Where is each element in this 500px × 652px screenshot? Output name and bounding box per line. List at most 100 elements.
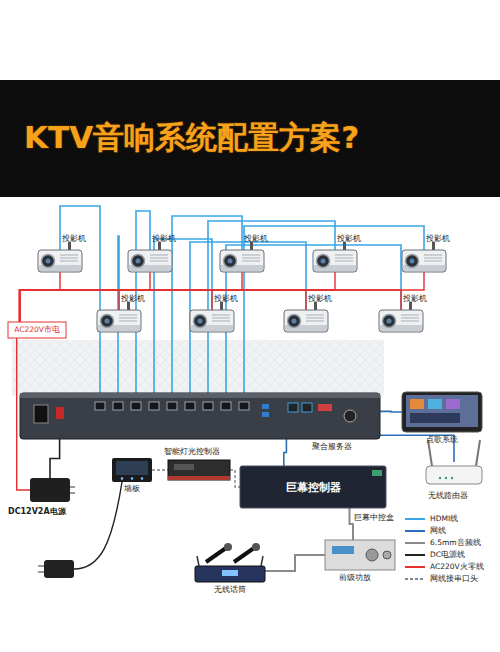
title-band <box>0 80 500 197</box>
projector-icon <box>38 242 82 272</box>
legend-row: 网线 <box>404 526 496 536</box>
legend-line-sample <box>404 514 426 524</box>
projector-illustrations <box>38 242 446 332</box>
power-adapter-illustration <box>30 478 122 578</box>
mains-box-outline <box>8 322 66 338</box>
node-label: 无线话筒 <box>214 586 246 594</box>
grid-panel <box>12 340 384 396</box>
projector-device: 投影机 <box>220 250 264 272</box>
node-label: 巨幕控制器 <box>240 482 386 493</box>
projector-device: 投影机 <box>128 250 172 272</box>
cable-line <box>230 470 240 487</box>
legend-row: HDMI线 <box>404 514 496 524</box>
cable-line <box>265 555 325 571</box>
legend-text: AC220V火零线 <box>430 563 484 571</box>
legend-line-sample <box>404 574 426 584</box>
pre-amplifier: 前级功放 <box>325 540 395 570</box>
amplifier-illustration <box>325 540 395 570</box>
cable-line <box>284 439 287 466</box>
projector-icon <box>284 302 328 332</box>
cable-line <box>60 206 100 393</box>
projector-icon <box>97 302 141 332</box>
projector-icon <box>190 302 234 332</box>
node-label: 墙板 <box>124 485 140 493</box>
cable-line <box>152 469 168 470</box>
screen-controller: 巨幕控制器 <box>240 466 386 508</box>
legend-line-sample <box>404 526 426 536</box>
projector-device: 投影机 <box>379 310 423 332</box>
tablet-illustration <box>402 392 482 432</box>
mains-power-box: AC220V市电 <box>8 322 66 338</box>
grid-pattern <box>12 340 384 396</box>
node-label: 投影机 <box>214 295 238 303</box>
legend-line <box>405 530 425 532</box>
router-illustration <box>426 440 482 484</box>
node-label: 聚合服务器 <box>312 443 352 451</box>
song-tablet: 点歌系统 <box>402 392 482 432</box>
projector-device: 投影机 <box>190 310 234 332</box>
legend-line-sample <box>404 550 426 560</box>
legend-line <box>405 518 425 520</box>
projector-icon <box>220 242 264 272</box>
lighting-controller: 智能灯光控制器 <box>168 460 230 480</box>
wall-panel: 墙板 <box>112 458 152 482</box>
legend-line <box>405 554 425 556</box>
callout-label: 巨幕中控盒 <box>354 514 394 522</box>
cable-line <box>350 508 354 540</box>
node-label: 投影机 <box>152 235 176 243</box>
lighting-controller-illustration <box>168 460 230 480</box>
projector-device: 投影机 <box>313 250 357 272</box>
node-label: AC220V市电 <box>8 326 66 334</box>
node-label: 投影机 <box>337 235 361 243</box>
legend-line <box>405 566 425 568</box>
legend-row: DC电源线 <box>404 550 496 560</box>
wireless-microphone: 无线话筒 <box>195 560 265 582</box>
node-label: 点歌系统 <box>426 436 458 444</box>
legend-text: HDMI线 <box>430 515 458 523</box>
projector-device: 投影机 <box>402 250 446 272</box>
projector-device: 投影机 <box>38 250 82 272</box>
node-label: 投影机 <box>308 295 332 303</box>
projector-device: 投影机 <box>97 310 141 332</box>
legend-text: 6.5mm音频线 <box>430 539 481 547</box>
title-text: KTV音响系统配置方案? <box>24 122 359 153</box>
node-label: 无线路由器 <box>428 492 468 500</box>
cable-line <box>20 290 306 322</box>
projector-icon <box>128 242 172 272</box>
node-label: 前级功放 <box>339 574 371 582</box>
legend-row: 6.5mm音频线 <box>404 538 496 548</box>
projector-icon <box>379 302 423 332</box>
legend-text: 网线 <box>430 527 446 535</box>
legend-row: AC220V火零线 <box>404 562 496 572</box>
legend-line <box>405 578 425 580</box>
cable-line <box>50 439 60 478</box>
node-label: 投影机 <box>62 235 86 243</box>
legend-line-sample <box>404 538 426 548</box>
legend-line <box>405 542 425 544</box>
node-label: 投影机 <box>403 295 427 303</box>
screen-controller-illustration <box>240 466 386 508</box>
aggregation-server: 聚合服务器 <box>20 393 380 439</box>
cable-line <box>20 272 60 322</box>
projector-icon <box>402 242 446 272</box>
legend-row: 网线接串口头 <box>404 574 496 584</box>
wireless-router: 无线路由器 <box>426 462 482 484</box>
microphone-illustration <box>195 543 265 582</box>
legend-text: 网线接串口头 <box>430 575 478 583</box>
node-label: DC12V2A电源 <box>8 508 66 516</box>
projector-icon <box>313 242 357 272</box>
projector-device: 投影机 <box>284 310 328 332</box>
legend-text: DC电源线 <box>430 551 465 559</box>
cable-line <box>208 221 335 393</box>
node-label: 智能灯光控制器 <box>164 448 220 456</box>
legend-line-sample <box>404 562 426 572</box>
power-adapter: DC12V2A电源 <box>30 478 70 502</box>
cable-line <box>244 226 424 393</box>
node-label: 投影机 <box>244 235 268 243</box>
node-label: 投影机 <box>426 235 450 243</box>
node-label: 投影机 <box>121 295 145 303</box>
cable-line <box>380 411 402 413</box>
server-illustration <box>20 393 380 439</box>
